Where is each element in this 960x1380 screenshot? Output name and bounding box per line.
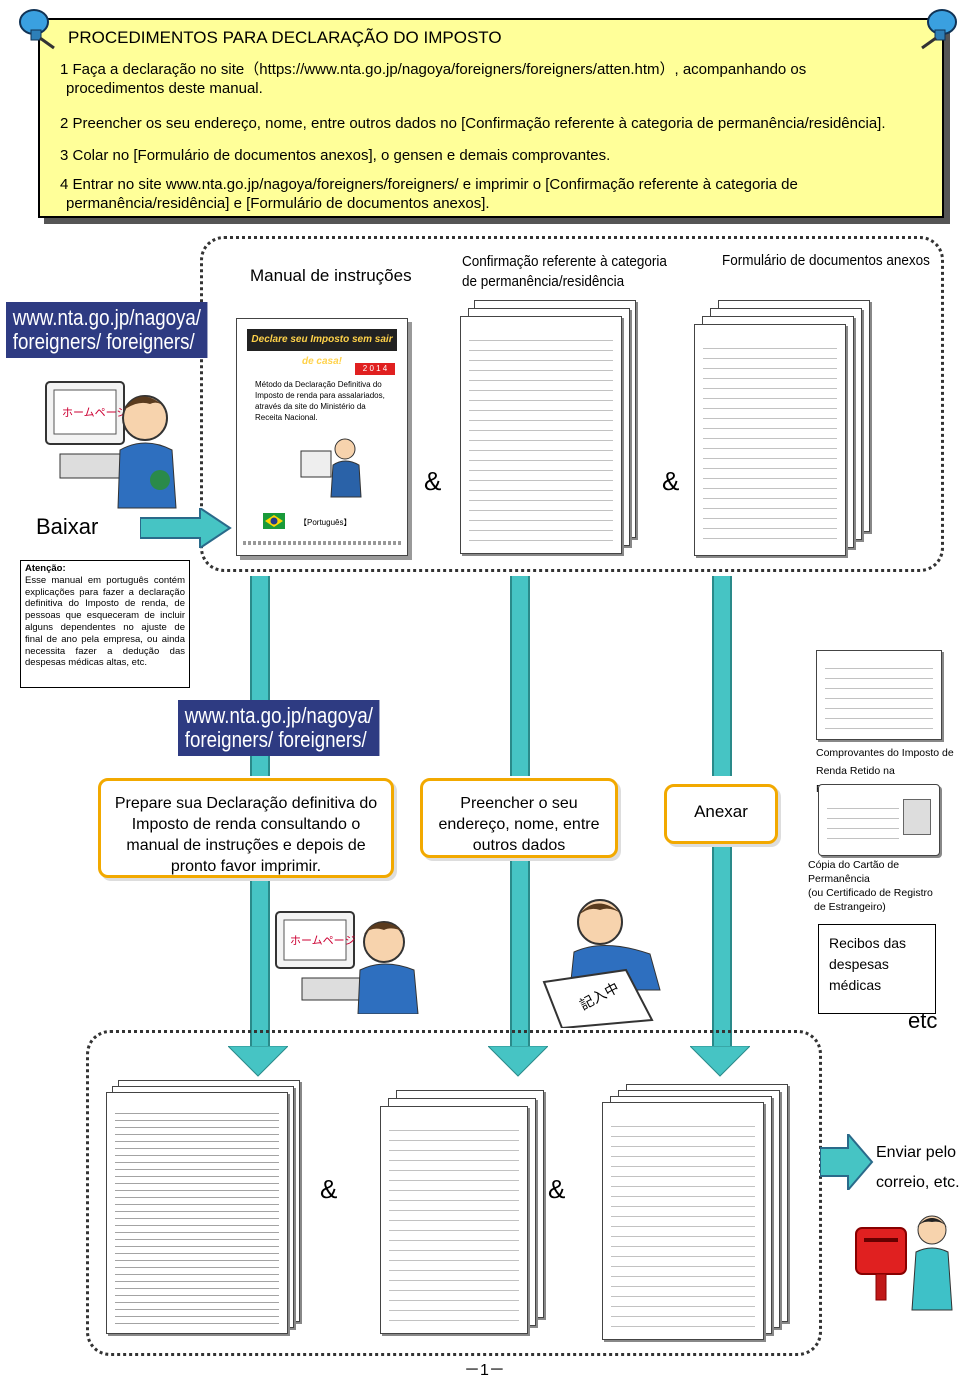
declaration-form-stack [106,1080,308,1334]
ampersand-symbol: & [320,1174,338,1204]
woman-illustration [911,1215,953,1311]
manual-cover-illustration [300,438,362,498]
flow-arrow-down [712,840,732,1050]
medical-receipts-box: Recibos das despesas médicas [818,924,936,1014]
svg-text:ホームページ: ホームページ [290,934,355,947]
page-number: －1－ [464,1362,505,1379]
gensen-receipt-image [816,650,942,740]
attach-box: Anexar [664,784,778,844]
residence-card-image [818,784,940,856]
step-1-text: 1 Faça a declaração no site（https://www.… [60,61,807,78]
final-documents-frame [86,1030,822,1356]
confirmation-label: Confirmação referente à categoria de per… [462,253,667,290]
step-4-text: 4 Entrar no site www.nta.go.jp/nagoya/fo… [60,176,798,193]
step-3-text: 3 Colar no [Formulário de documentos ane… [60,147,611,164]
form-label: Formulário de documentos anexos [722,252,930,269]
manual-label: Manual de instruções [250,266,412,285]
etc-label: etc [908,1008,938,1033]
ampersand-symbol: & [548,1174,566,1204]
attached-documents-form-stack [694,300,878,560]
fill-in-data-box: Preencher o seu endereço, nome, entre ou… [420,778,618,858]
person-at-computer-illustration: ホームページ [275,911,419,1014]
instructions-note: PROCEDIMENTOS PARA DECLARAÇÃO DO IMPOSTO… [38,18,944,218]
website-url-badge[interactable]: www.nta.go.jp/nagoya/ foreigners/ foreig… [6,302,208,358]
arrow-right-icon [820,1134,874,1190]
pushpin-icon [921,9,957,50]
ampersand-symbol: & [662,466,680,496]
flow-arrow-down [510,576,530,776]
website-url-badge[interactable]: www.nta.go.jp/nagoya/ foreigners/ foreig… [178,700,380,756]
arrow-down-icon [488,1046,548,1077]
arrow-down-icon [690,1046,750,1077]
download-documents-frame [200,236,944,572]
download-label: Baixar [36,514,99,539]
mailbox-icon [855,1227,907,1301]
attached-documents-form-stack [600,1084,800,1340]
ampersand-symbol: & [424,466,442,496]
step-4-text-cont: permanência/residência] e [Formulário de… [66,195,490,212]
flow-arrow-down [510,856,530,1050]
confirmation-form-stack [380,1090,550,1334]
person-at-computer-illustration: ホームページ [45,381,177,509]
arrow-down-icon [228,1046,288,1077]
page-title: PROCEDIMENTOS PARA DECLARAÇÃO DO IMPOSTO [68,28,502,47]
flow-arrow-down [250,880,270,1050]
arrow-right-icon [140,508,232,548]
attention-note: Atenção: Esse manual em português contém… [20,560,190,688]
prepare-declaration-box: Prepare sua Declaração definitiva do Imp… [98,778,394,878]
send-by-mail-label: Enviar pelo correio, etc. [876,1144,960,1191]
svg-text:ホームページ: ホームページ [62,406,127,419]
residence-card-caption: Cópia do Cartão de Permanência (ou Certi… [808,859,933,913]
pushpin-icon [19,9,55,50]
step-1-text-cont: procedimentos deste manual. [66,80,263,97]
confirmation-form-stack [460,300,645,560]
step-2-text: 2 Preencher os seu endereço, nome, entre… [60,115,886,132]
manual-booklet-cover: Declare seu Imposto sem sair de casa! 2 … [236,318,408,556]
flow-arrow-down [712,576,732,776]
brazil-flag-icon [263,513,285,529]
person-writing-illustration: 記入中 [542,899,661,1028]
